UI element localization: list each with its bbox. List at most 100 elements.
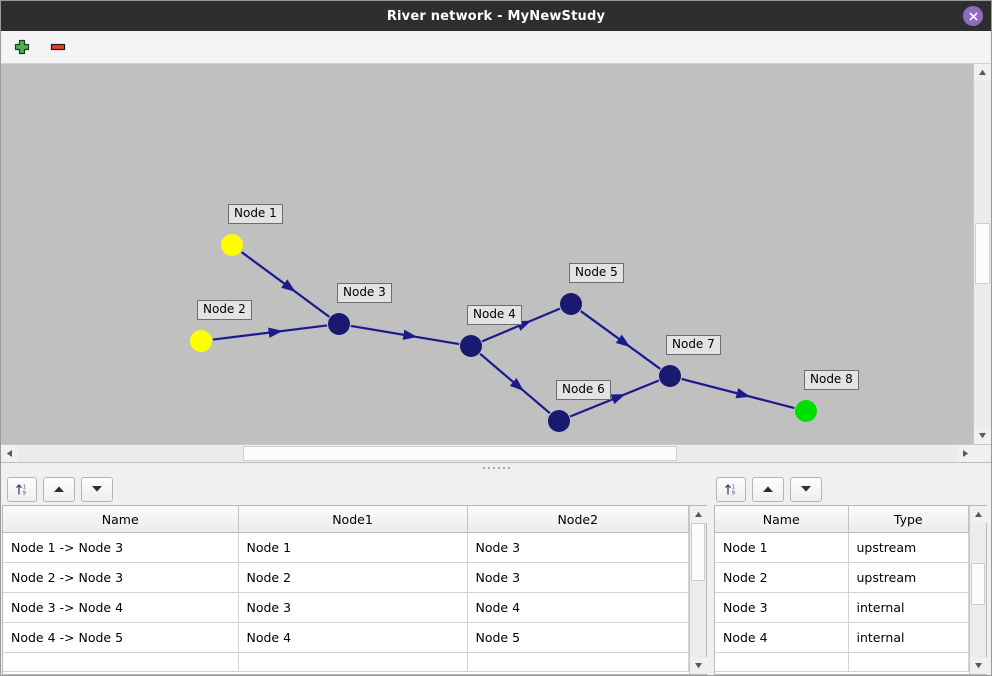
svg-text:1: 1 bbox=[23, 485, 26, 491]
sort-arrow-icon[interactable]: 1 9 bbox=[7, 476, 37, 502]
reaches-col-node2[interactable]: Node2 bbox=[467, 506, 689, 533]
scroll-left-icon[interactable] bbox=[1, 445, 18, 462]
delete-minus-icon[interactable] bbox=[47, 36, 69, 58]
graph-node-node-1[interactable] bbox=[221, 234, 243, 256]
table-cell[interactable]: Node 4 bbox=[715, 622, 849, 653]
nodes-scroll-up-icon[interactable] bbox=[970, 506, 987, 523]
table-cell[interactable] bbox=[715, 652, 849, 672]
reaches-vertical-scrollbar[interactable] bbox=[689, 506, 707, 674]
graph-horizontal-scrollbar[interactable] bbox=[1, 444, 991, 462]
reaches-col-node1[interactable]: Node1 bbox=[238, 506, 468, 533]
nodes-vertical-scrollbar[interactable] bbox=[969, 506, 987, 674]
table-cell[interactable] bbox=[848, 652, 969, 672]
window-titlebar: River network - MyNewStudy bbox=[1, 1, 991, 31]
graph-node-node-4[interactable] bbox=[460, 335, 482, 357]
close-icon[interactable] bbox=[963, 6, 983, 26]
graph-vscroll-thumb[interactable] bbox=[975, 222, 990, 284]
table-cell[interactable]: Node 3 -> Node 4 bbox=[3, 592, 239, 623]
graph-vertical-scrollbar[interactable] bbox=[973, 64, 991, 444]
table-cell[interactable]: Node 1 -> Node 3 bbox=[3, 532, 239, 563]
graph-node-node-2[interactable] bbox=[190, 330, 212, 352]
reaches-scroll-down-icon[interactable] bbox=[690, 657, 707, 674]
reaches-col-name[interactable]: Name bbox=[3, 506, 239, 533]
reaches-vscroll-track[interactable] bbox=[690, 523, 706, 657]
nodes-vscroll-thumb[interactable] bbox=[971, 563, 985, 606]
arrow-up-icon[interactable] bbox=[43, 476, 75, 502]
nodes-panel: 1 9 Name bbox=[710, 473, 991, 675]
nodes-col-name[interactable]: Name bbox=[715, 506, 849, 533]
graph-node-label[interactable]: Node 7 bbox=[666, 335, 721, 355]
table-cell[interactable]: Node 2 bbox=[238, 562, 468, 593]
graph-hscroll-track[interactable] bbox=[18, 445, 957, 462]
arrow-up-icon[interactable] bbox=[752, 476, 784, 502]
network-graph-canvas[interactable]: Node 1 Node 2 Node 3 Node 4 Node 5 Node 6 Node… bbox=[1, 64, 973, 444]
scroll-down-icon[interactable] bbox=[974, 427, 991, 444]
scroll-up-icon[interactable] bbox=[974, 64, 991, 81]
table-cell[interactable]: Node 2 bbox=[715, 562, 849, 593]
reaches-scroll-up-icon[interactable] bbox=[690, 506, 707, 523]
table-cell[interactable] bbox=[3, 652, 239, 672]
table-cell[interactable]: Node 4 bbox=[238, 622, 468, 653]
sort-arrow-icon[interactable]: 1 9 bbox=[716, 476, 746, 502]
table-row-empty[interactable] bbox=[715, 652, 969, 672]
graph-edge-arrow-icon bbox=[509, 377, 524, 392]
table-cell[interactable]: internal bbox=[848, 622, 969, 653]
nodes-scroll-down-icon[interactable] bbox=[970, 657, 987, 674]
reaches-vscroll-thumb[interactable] bbox=[691, 523, 705, 582]
graph-edge-arrow-icon bbox=[281, 279, 296, 292]
graph-hscroll-thumb[interactable] bbox=[243, 446, 678, 461]
graph-node-label[interactable]: Node 5 bbox=[569, 263, 624, 283]
graph-node-node-3[interactable] bbox=[328, 313, 350, 335]
graph-edge-arrow-icon bbox=[268, 327, 283, 338]
table-cell[interactable]: Node 3 bbox=[467, 532, 689, 563]
arrow-down-icon[interactable] bbox=[81, 476, 113, 502]
graph-node-label[interactable]: Node 6 bbox=[556, 380, 611, 400]
table-cell[interactable]: Node 4 bbox=[467, 592, 689, 623]
graph-node-node-5[interactable] bbox=[560, 293, 582, 315]
table-cell[interactable]: Node 2 -> Node 3 bbox=[3, 562, 239, 593]
graph-node-label[interactable]: Node 2 bbox=[197, 300, 252, 320]
panel-splitter[interactable] bbox=[1, 462, 991, 473]
table-cell[interactable] bbox=[238, 652, 468, 672]
scroll-right-icon[interactable] bbox=[957, 445, 974, 462]
table-cell[interactable]: Node 4 -> Node 5 bbox=[3, 622, 239, 653]
nodes-table-header: Name Type bbox=[715, 506, 969, 533]
table-cell[interactable]: internal bbox=[848, 592, 969, 623]
table-cell[interactable]: Node 3 bbox=[238, 592, 468, 623]
table-cell[interactable]: Node 3 bbox=[715, 592, 849, 623]
reaches-panel: 1 9 Name bbox=[1, 473, 710, 675]
table-cell[interactable]: upstream bbox=[848, 532, 969, 563]
table-cell[interactable]: Node 1 bbox=[238, 532, 468, 563]
graph-node-label[interactable]: Node 8 bbox=[804, 370, 859, 390]
window-title: River network - MyNewStudy bbox=[386, 8, 606, 24]
table-cell[interactable]: Node 5 bbox=[467, 622, 689, 653]
table-cell[interactable] bbox=[467, 652, 689, 672]
arrow-down-icon[interactable] bbox=[790, 476, 822, 502]
table-row-empty[interactable] bbox=[3, 652, 689, 672]
graph-node-node-6[interactable] bbox=[548, 410, 570, 432]
add-plus-icon[interactable] bbox=[11, 36, 33, 58]
graph-node-label[interactable]: Node 4 bbox=[467, 305, 522, 325]
table-cell[interactable]: upstream bbox=[848, 562, 969, 593]
graph-node-node-7[interactable] bbox=[659, 365, 681, 387]
graph-node-node-8[interactable] bbox=[795, 400, 817, 422]
nodes-vscroll-track[interactable] bbox=[970, 523, 986, 657]
graph-node-label[interactable]: Node 3 bbox=[337, 283, 392, 303]
graph-node-label[interactable]: Node 1 bbox=[228, 204, 283, 224]
graph-vscroll-track[interactable] bbox=[974, 81, 991, 427]
table-cell[interactable]: Node 3 bbox=[467, 562, 689, 593]
nodes-col-type[interactable]: Type bbox=[848, 506, 969, 533]
table-cell[interactable]: Node 1 bbox=[715, 532, 849, 563]
